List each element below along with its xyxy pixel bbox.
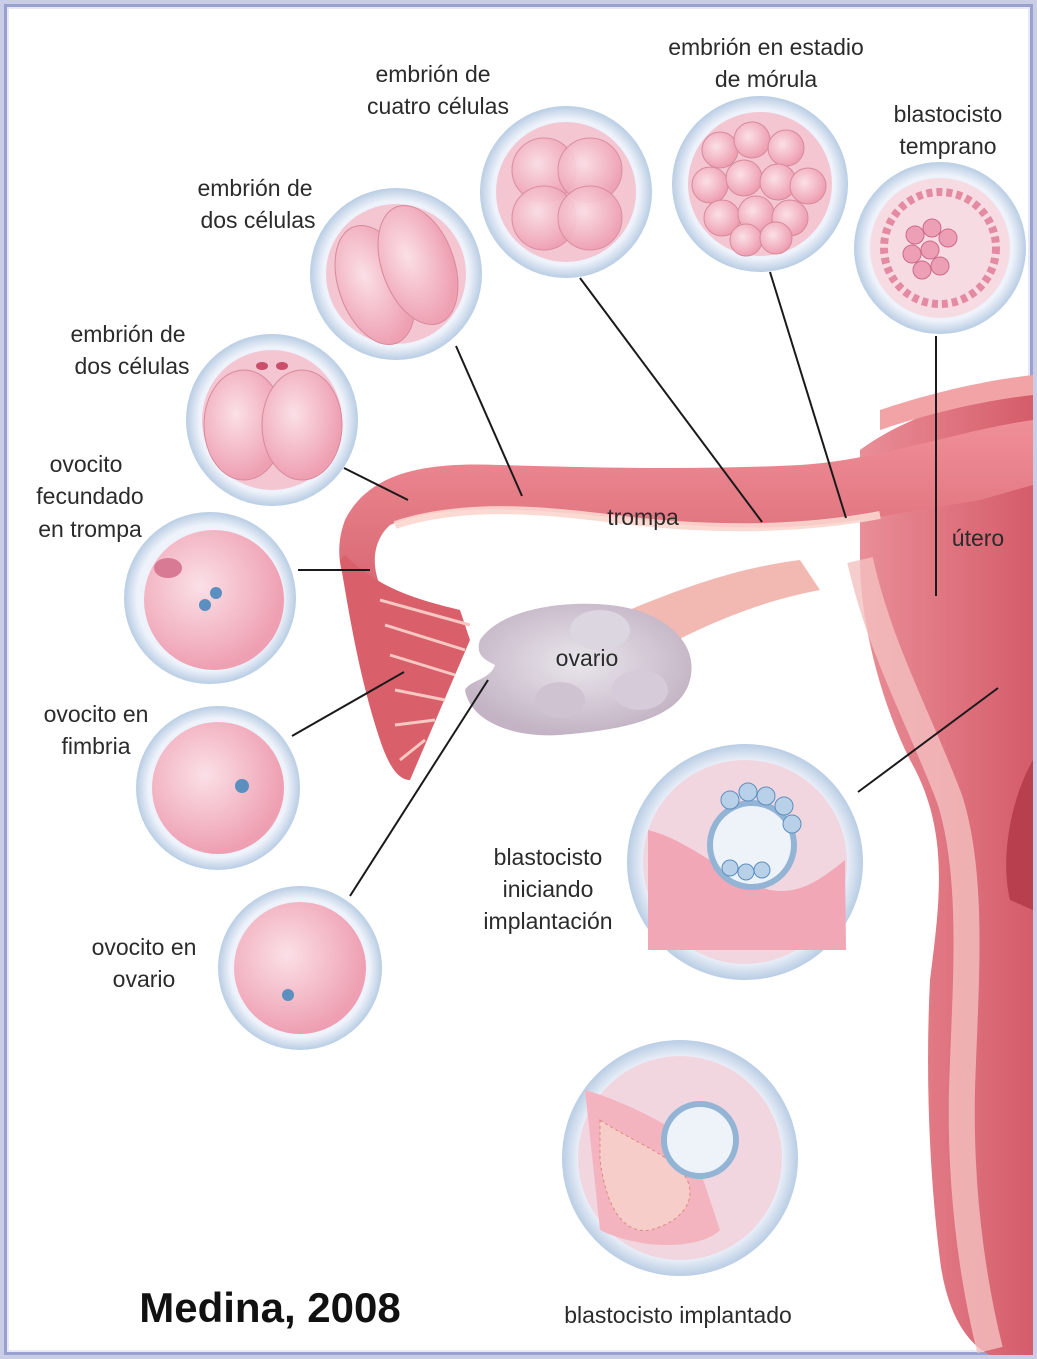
label-uterus: útero xyxy=(952,525,1004,551)
svg-text:iniciando: iniciando xyxy=(503,876,594,902)
oocyte-in-fimbria-cell xyxy=(136,706,300,870)
credit-text: Medina, 2008 xyxy=(139,1284,400,1331)
svg-text:dos células: dos células xyxy=(200,207,315,233)
svg-text:blastocisto: blastocisto xyxy=(494,844,603,870)
svg-text:ovario: ovario xyxy=(113,966,176,992)
label-two-cell-upper: embrión de dos células xyxy=(197,175,315,233)
svg-text:blastocisto: blastocisto xyxy=(894,101,1003,127)
early-blastocyst xyxy=(854,162,1026,334)
uterus xyxy=(860,380,1033,1355)
morula-embryo xyxy=(672,96,848,272)
svg-text:embrión de: embrión de xyxy=(375,61,490,87)
implanted-blastocyst xyxy=(562,1040,798,1276)
implanting-blastocyst xyxy=(627,744,863,980)
svg-text:temprano: temprano xyxy=(899,133,996,159)
label-fertilized: ovocito fecundado en trompa xyxy=(36,451,143,542)
svg-text:cuatro células: cuatro células xyxy=(367,93,509,119)
label-morula: embrión en estadio de mórula xyxy=(668,34,864,92)
svg-text:implantación: implantación xyxy=(483,908,612,934)
oocyte-in-ovary-cell xyxy=(218,886,382,1050)
svg-text:en trompa: en trompa xyxy=(38,516,142,542)
svg-text:ovocito en: ovocito en xyxy=(92,934,197,960)
svg-text:embrión en estadio: embrión en estadio xyxy=(668,34,864,60)
two-cell-embryo-upper xyxy=(310,188,482,360)
svg-text:ovocito: ovocito xyxy=(50,451,123,477)
svg-text:dos células: dos células xyxy=(74,353,189,379)
svg-text:ovocito en: ovocito en xyxy=(44,701,149,727)
svg-text:fecundado: fecundado xyxy=(36,483,143,509)
label-implanting: blastocisto iniciando implantación xyxy=(483,844,612,934)
four-cell-embryo xyxy=(480,106,652,278)
label-fimbria: ovocito en fimbria xyxy=(44,701,149,759)
svg-text:embrión de: embrión de xyxy=(70,321,185,347)
label-early-blastocyst: blastocisto temprano xyxy=(894,101,1003,159)
label-ovary-oocyte: ovocito en ovario xyxy=(92,934,197,992)
label-two-cell-lower: embrión de dos células xyxy=(70,321,189,379)
fimbria xyxy=(340,555,470,780)
svg-text:fimbria: fimbria xyxy=(61,733,130,759)
label-ovary: ovario xyxy=(556,645,619,671)
label-tube: trompa xyxy=(607,504,679,530)
fertilized-oocyte-cell xyxy=(124,512,296,684)
svg-text:de mórula: de mórula xyxy=(715,66,817,92)
label-four-cell: embrión de cuatro células xyxy=(367,61,509,119)
two-cell-embryo-lower xyxy=(186,334,358,506)
svg-text:embrión de: embrión de xyxy=(197,175,312,201)
label-implanted: blastocisto implantado xyxy=(564,1302,792,1328)
